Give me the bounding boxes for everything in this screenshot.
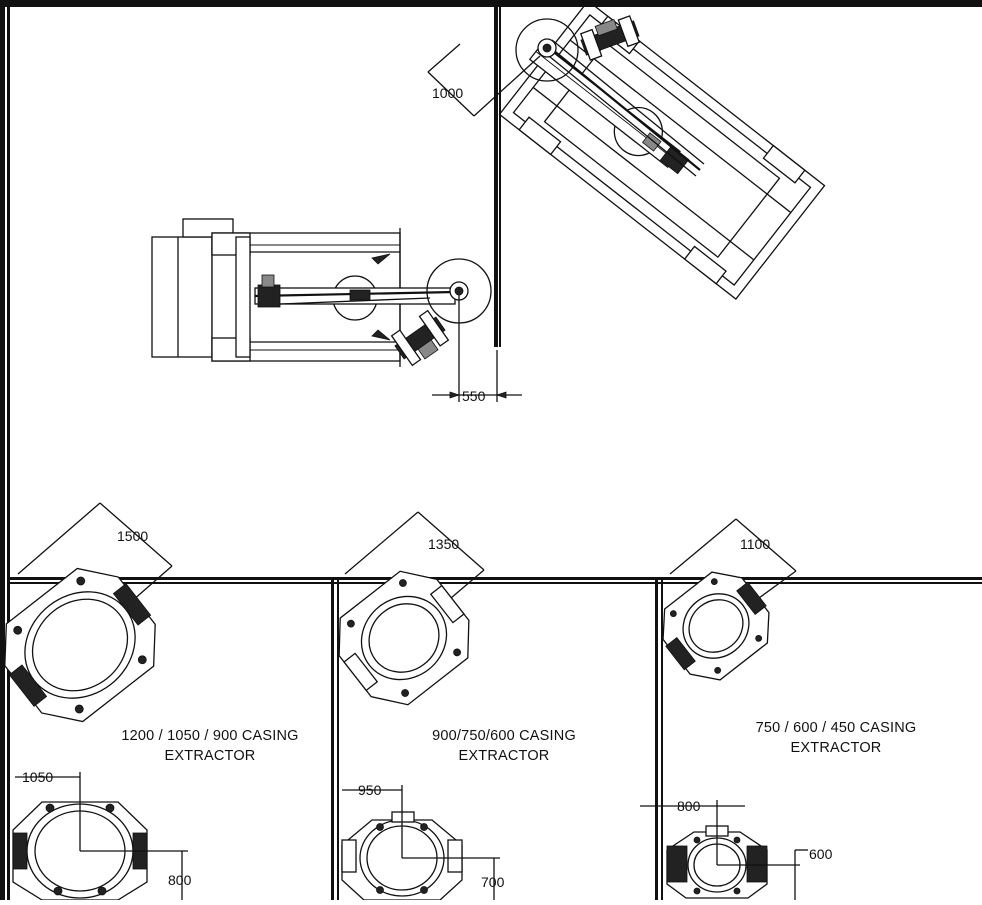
extractor-bay2-bottom [341, 811, 463, 901]
dim-950-label: 950 [358, 782, 382, 798]
extractor-bay3-top [662, 571, 770, 681]
partition-wall [494, 7, 498, 347]
dim-1350-label: 1350 [428, 536, 459, 552]
bay-top-wall [7, 577, 982, 580]
left-wall-outer [0, 0, 5, 900]
dim-800b-label: 800 [677, 798, 701, 814]
bay-divider-2 [655, 580, 658, 900]
partition-wall-inner [499, 7, 501, 347]
bay1-caption-line1: 1200 / 1050 / 900 CASING [121, 728, 298, 744]
dim-1100-label: 1100 [740, 536, 770, 552]
dim-800-label: 800 [168, 872, 192, 888]
extractor-bay2-top [338, 570, 470, 706]
bay2-caption-line2: EXTRACTOR [459, 748, 550, 764]
dim-1000: 1000 [427, 43, 541, 117]
rotary-head-circle [515, 18, 579, 82]
bay-divider-1-inner [337, 580, 339, 900]
rig-left-gripper [390, 309, 450, 367]
dim-1350: 1350 [344, 511, 485, 638]
bay2-caption-line1: 900/750/600 CASING [432, 728, 576, 744]
dim-1050-label: 1050 [22, 769, 53, 785]
dim-600-label: 600 [809, 846, 833, 862]
left-wall-inner [7, 0, 10, 900]
rig-left-rear [151, 236, 213, 358]
dim-1000-label: 1000 [432, 85, 463, 101]
dim-1500-label: 1500 [117, 528, 148, 544]
bay3-caption-line1: 750 / 600 / 450 CASING [756, 720, 917, 736]
bay2-dims: 950 700 [342, 782, 505, 900]
extractor-bay1-top [4, 567, 156, 723]
top-wall [0, 0, 982, 7]
rig-left-boom [254, 274, 456, 308]
dim-550-label: 550 [462, 388, 486, 404]
bay-divider-2-inner [661, 580, 663, 900]
bay-divider-1 [331, 580, 334, 900]
bay1-caption-line2: EXTRACTOR [165, 748, 256, 764]
rig-top-right [498, 0, 826, 300]
bay3-caption-line2: EXTRACTOR [791, 740, 882, 756]
rig-tr-gripper [579, 15, 641, 61]
bay1-dims: 1050 800 [15, 769, 192, 900]
dim-550: 550 [432, 295, 522, 404]
dim-700-label: 700 [481, 874, 505, 890]
rig-tr-rotary-head [515, 18, 579, 82]
bay3-dims: 800 600 [640, 798, 833, 900]
bay-top-wall-inner [7, 582, 982, 584]
